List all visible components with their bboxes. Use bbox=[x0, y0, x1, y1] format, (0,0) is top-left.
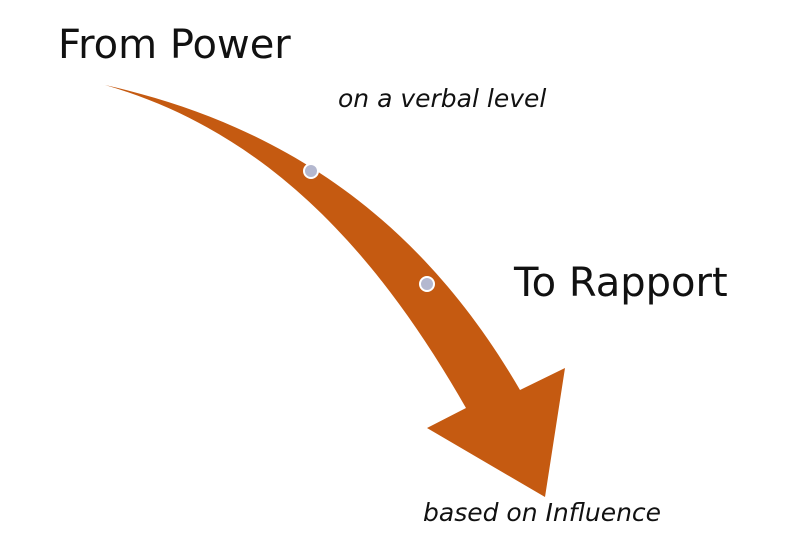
end-note: based on Influence bbox=[423, 498, 662, 527]
arrow-body bbox=[105, 85, 565, 497]
end-label: To Rapport bbox=[514, 260, 728, 306]
path-point-2 bbox=[419, 276, 435, 292]
path-point-1 bbox=[303, 163, 319, 179]
start-label: From Power bbox=[58, 22, 291, 68]
start-note: on a verbal level bbox=[338, 84, 547, 113]
